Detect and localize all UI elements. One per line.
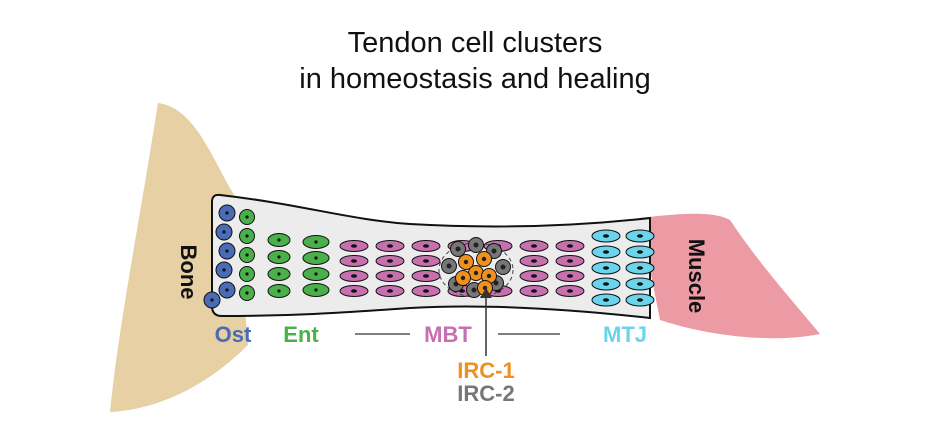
region-label-ent: Ent bbox=[283, 322, 319, 347]
mtj-cell-nucleus bbox=[637, 298, 643, 302]
irc2-cell-nucleus bbox=[455, 246, 461, 252]
mtj-cell-nucleus bbox=[637, 234, 643, 238]
irc1-cell-nucleus bbox=[481, 256, 487, 262]
ost-cell-nucleus bbox=[225, 211, 229, 215]
irc2-cell-nucleus bbox=[446, 263, 452, 269]
ent-cell-nucleus bbox=[314, 272, 318, 276]
ost-cell-nucleus bbox=[222, 230, 226, 234]
mtj-cell-nucleus bbox=[603, 298, 609, 302]
irc2-cell-nucleus bbox=[471, 287, 477, 293]
mbt-cell-nucleus bbox=[423, 244, 429, 248]
mtj-cell-nucleus bbox=[603, 250, 609, 254]
title-line-2: in homeostasis and healing bbox=[299, 63, 651, 95]
mbt-cell-nucleus bbox=[351, 259, 357, 263]
ent-cell-nucleus bbox=[314, 240, 318, 244]
muscle-shape bbox=[640, 213, 820, 339]
ent-cell-nucleus bbox=[245, 291, 249, 295]
region-label-mbt: MBT bbox=[424, 322, 472, 347]
muscle-label: Muscle bbox=[684, 239, 709, 314]
region-label-ost: Ost bbox=[215, 322, 252, 347]
ost-cell-nucleus bbox=[222, 268, 226, 272]
ent-cell-nucleus bbox=[277, 272, 281, 276]
irc1-cell-nucleus bbox=[460, 275, 466, 281]
mbt-cell-nucleus bbox=[567, 274, 573, 278]
mtj-cell-nucleus bbox=[637, 266, 643, 270]
mbt-cell-nucleus bbox=[567, 259, 573, 263]
mbt-cell-nucleus bbox=[531, 259, 537, 263]
mbt-cell-nucleus bbox=[423, 259, 429, 263]
mtj-cell-nucleus bbox=[637, 250, 643, 254]
irc2-cell-nucleus bbox=[500, 264, 506, 270]
ent-cell-nucleus bbox=[314, 288, 318, 292]
mtj-cell-nucleus bbox=[603, 234, 609, 238]
mbt-cell-nucleus bbox=[387, 289, 393, 293]
mbt-cell-nucleus bbox=[387, 274, 393, 278]
bone-shape bbox=[110, 103, 248, 412]
mbt-cell-nucleus bbox=[351, 289, 357, 293]
ent-cell-nucleus bbox=[245, 215, 249, 219]
ost-cell-nucleus bbox=[225, 249, 229, 253]
irc1-cell-nucleus bbox=[463, 259, 469, 265]
ost-cell-nucleus bbox=[225, 288, 229, 292]
irc2-cell-nucleus bbox=[493, 280, 499, 286]
irc2-cell-nucleus bbox=[473, 242, 479, 248]
mbt-cell-nucleus bbox=[531, 274, 537, 278]
irc2-cell-nucleus bbox=[491, 248, 497, 254]
ent-cell-nucleus bbox=[277, 255, 281, 259]
mbt-cell-nucleus bbox=[423, 274, 429, 278]
mbt-cell-nucleus bbox=[387, 259, 393, 263]
ent-cell-nucleus bbox=[245, 234, 249, 238]
ost-cell-nucleus bbox=[210, 298, 214, 302]
mbt-cell-nucleus bbox=[387, 244, 393, 248]
cluster-pointer-arrowhead bbox=[480, 288, 492, 298]
ent-cell-nucleus bbox=[277, 289, 281, 293]
region-label-mtj: MTJ bbox=[603, 322, 647, 347]
mtj-cell-nucleus bbox=[603, 266, 609, 270]
mbt-cell-nucleus bbox=[351, 244, 357, 248]
cluster-label-irc1: IRC-1 bbox=[457, 358, 514, 383]
mtj-cell-nucleus bbox=[603, 282, 609, 286]
cell-layer bbox=[203, 204, 655, 309]
title-line-1: Tendon cell clusters bbox=[347, 27, 603, 59]
ent-cell-nucleus bbox=[314, 256, 318, 260]
mbt-cell-nucleus bbox=[531, 244, 537, 248]
cluster-label-irc2: IRC-2 bbox=[457, 381, 514, 406]
mtj-cell-nucleus bbox=[637, 282, 643, 286]
mbt-cell-nucleus bbox=[567, 289, 573, 293]
bone-label: Bone bbox=[176, 245, 201, 300]
ent-cell-nucleus bbox=[245, 253, 249, 257]
mbt-cell-nucleus bbox=[351, 274, 357, 278]
ent-cell-nucleus bbox=[245, 272, 249, 276]
ent-cell-nucleus bbox=[277, 238, 281, 242]
mbt-cell-nucleus bbox=[423, 289, 429, 293]
irc1-cell-nucleus bbox=[473, 270, 479, 276]
mbt-cell-nucleus bbox=[567, 244, 573, 248]
mbt-cell-nucleus bbox=[531, 289, 537, 293]
irc1-cell-nucleus bbox=[486, 273, 492, 279]
